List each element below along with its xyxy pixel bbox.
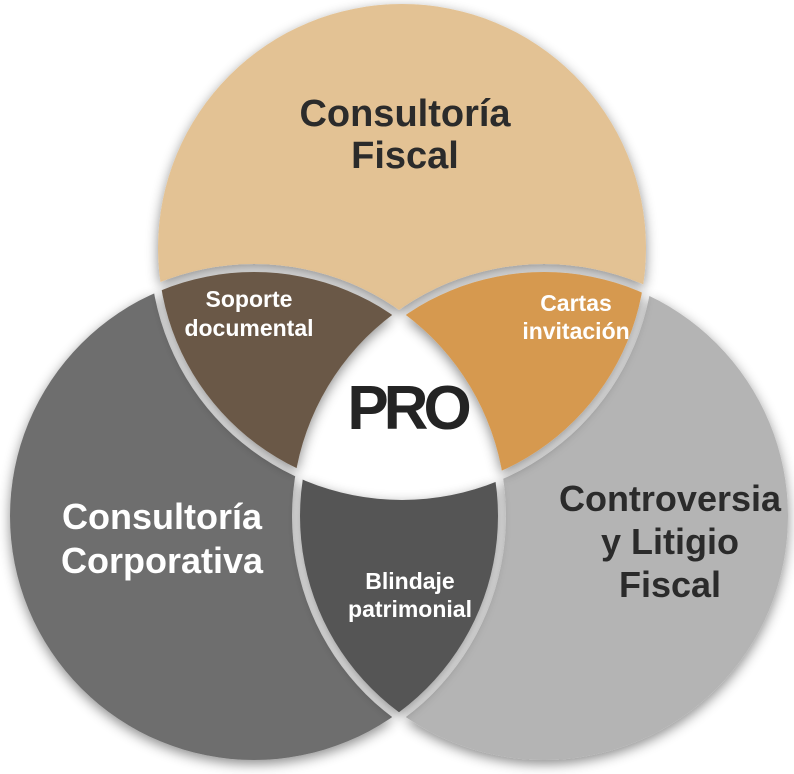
label-controversia-line1: Controversia xyxy=(559,478,782,519)
label-blindaje-line1: Blindaje xyxy=(365,568,454,594)
label-controversia-line3: Fiscal xyxy=(619,564,721,605)
label-soporte-documental: Soporte documental xyxy=(184,286,313,341)
label-consultoria-corporativa-line1: Consultoría xyxy=(62,496,263,537)
label-blindaje-patrimonial: Blindaje patrimonial xyxy=(348,568,472,622)
label-cartas-line2: invitación xyxy=(522,318,629,344)
label-consultoria-fiscal: Consultoría Fiscal xyxy=(299,93,511,177)
label-soporte-line1: Soporte xyxy=(206,286,293,312)
label-consultoria-corporativa: Consultoría Corporativa xyxy=(61,496,264,581)
label-cartas-invitacion: Cartas invitación xyxy=(522,290,629,344)
label-cartas-line1: Cartas xyxy=(540,290,612,316)
label-controversia-line2: y Litigio xyxy=(601,521,739,562)
label-consultoria-fiscal-line1: Consultoría xyxy=(299,93,511,135)
label-blindaje-line2: patrimonial xyxy=(348,596,472,622)
label-controversia-litigio-fiscal: Controversia y Litigio Fiscal xyxy=(559,478,782,605)
label-consultoria-corporativa-line2: Corporativa xyxy=(61,540,264,581)
label-consultoria-fiscal-line2: Fiscal xyxy=(351,135,459,177)
label-soporte-line2: documental xyxy=(184,315,313,341)
